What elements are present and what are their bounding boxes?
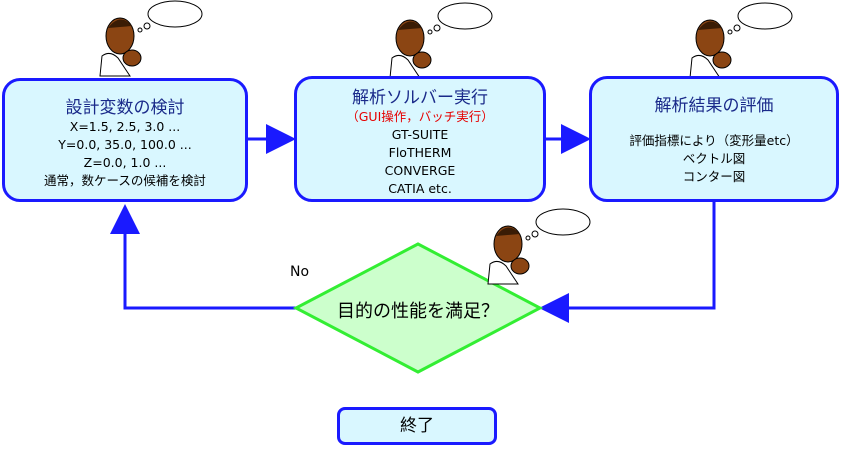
solver-box-subtitle: （GUI操作，バッチ実行）: [346, 109, 494, 124]
eval-line: コンター図: [682, 169, 746, 184]
solver-item: CONVERGE: [384, 163, 456, 178]
thinking-person-icon: [99, 0, 203, 77]
design-box-title: 設計変数の検討: [65, 98, 185, 118]
design-line-note: 通常，数ケースの候補を検討: [44, 173, 206, 188]
no-label: No: [290, 264, 310, 280]
thinking-person-icon: [689, 2, 793, 79]
arrow-no-loop: [110, 204, 296, 310]
thinking-person-icon: [487, 208, 591, 285]
end-box: 終了: [337, 407, 497, 445]
end-label: 終了: [400, 416, 434, 436]
solver-box-title: 解析ソルバー実行: [352, 88, 488, 108]
eval-line: ベクトル図: [682, 151, 746, 166]
decision-text: 目的の性能を満足？: [337, 301, 499, 322]
eval-line: 評価指標により（変形量etc）: [629, 133, 799, 148]
eval-box-title: 解析結果の評価: [654, 96, 774, 116]
solver-box: 解析ソルバー実行 （GUI操作，バッチ実行） GT-SUITE FloTHERM…: [294, 76, 546, 202]
solver-item: GT-SUITE: [391, 127, 449, 142]
design-line-z: Z=0.0, 1.0 ...: [83, 155, 167, 170]
arrow-eval-to-decision: [539, 202, 716, 323]
decision-diamond: [292, 242, 544, 374]
evaluation-box: 解析結果の評価 評価指標により（変形量etc） ベクトル図 コンター図: [589, 76, 839, 202]
design-variables-box: 設計変数の検討 X=1.5, 2.5, 3.0 ... Y=0.0, 35.0,…: [2, 78, 248, 202]
solver-item: CATIA etc.: [388, 181, 452, 196]
thinking-person-icon: [389, 2, 493, 79]
design-line-y: Y=0.0, 35.0, 100.0 ...: [58, 137, 192, 152]
design-line-x: X=1.5, 2.5, 3.0 ...: [69, 119, 181, 134]
solver-item: FloTHERM: [388, 145, 452, 160]
